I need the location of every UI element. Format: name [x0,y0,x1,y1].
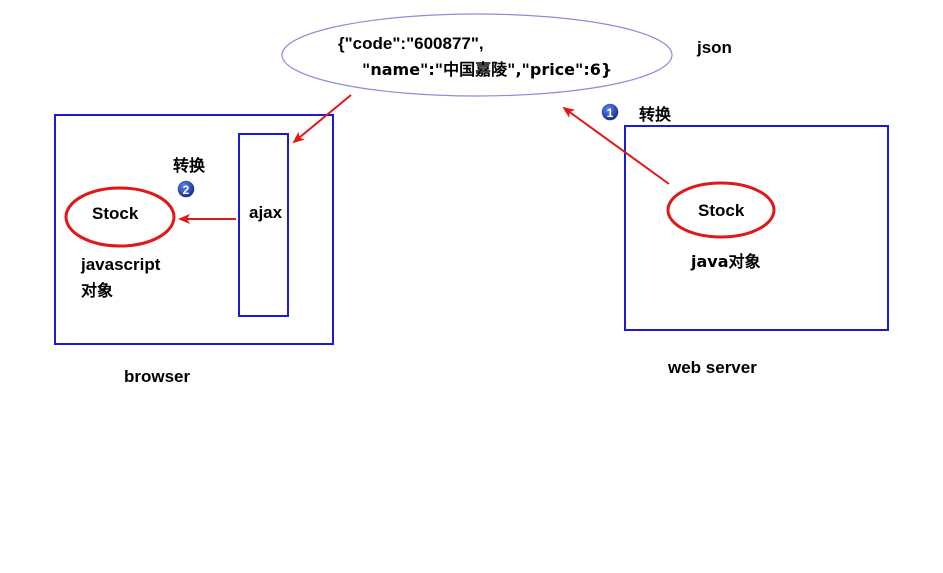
step-1-number: 1 [607,106,614,120]
java-object-label: java对象 [690,252,761,271]
js-object-label-line1: javascript [80,255,161,274]
json-bubble-line1: {"code":"600877", [338,34,484,53]
step-2-badge [176,179,196,199]
web-server-box [624,125,889,331]
arrow-json-to-ajax [292,94,352,144]
server-stock-ellipse [666,181,776,239]
step-2-number: 2 [183,183,190,197]
ajax-label: ajax [249,203,283,222]
server-stock-label: Stock [698,201,745,220]
json-bubble [281,13,673,97]
browser-stock-label: Stock [92,204,139,223]
json-bubble-line2: "name":"中国嘉陵","price":6} [362,60,612,79]
ajax-box [238,133,289,317]
browser-box [54,114,334,345]
arrow-server-to-json [562,106,670,185]
json-label: json [696,38,732,57]
convert-label-2: 转换 [173,156,206,175]
convert-label-1: 转换 [639,105,672,124]
browser-stock-ellipse [64,186,176,248]
web-server-label: web server [667,358,757,377]
js-object-label-line2: 对象 [81,281,113,300]
browser-label: browser [124,367,191,386]
step-1-badge [600,102,620,122]
